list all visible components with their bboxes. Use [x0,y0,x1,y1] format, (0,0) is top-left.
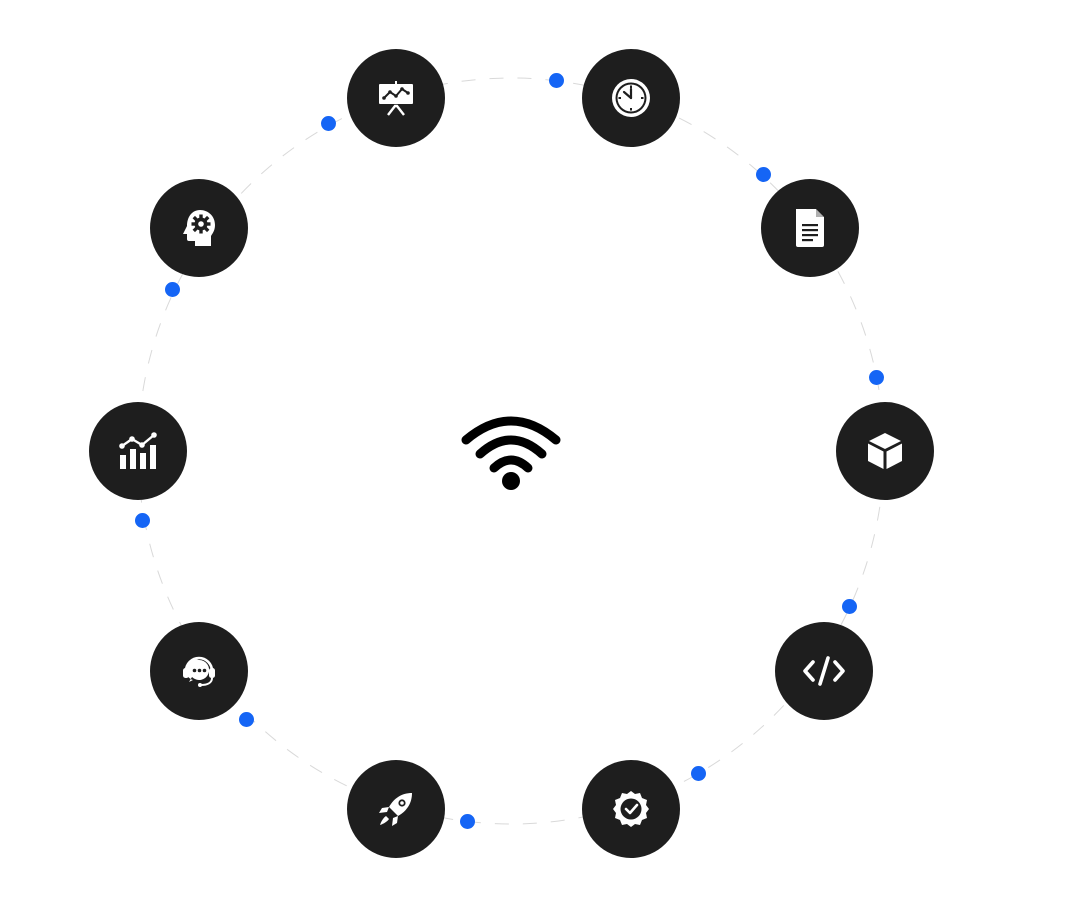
cube-icon [868,433,902,469]
connector-dot [869,370,884,385]
support-headset-icon [183,656,215,687]
connector-dot [460,814,475,829]
connector-dot [135,513,150,528]
code-icon [803,656,845,686]
connector-dot [842,599,857,614]
presentation-chart-icon [379,81,413,116]
connector-dot [756,167,771,182]
node-presentation[interactable] [347,49,445,147]
connector-dot [321,116,336,131]
bar-chart-icon [119,432,157,469]
connector-dot [691,766,706,781]
wifi-icon [461,416,561,490]
node-clock[interactable] [582,49,680,147]
node-analytics[interactable] [89,402,187,500]
connector-dot [549,73,564,88]
clock-icon [612,79,650,117]
node-box[interactable] [836,402,934,500]
node-badge[interactable] [582,760,680,858]
head-gear-icon [183,210,215,246]
rocket-icon [379,793,412,826]
connector-dot [239,712,254,727]
node-rocket[interactable] [347,760,445,858]
document-icon [796,209,824,247]
node-support[interactable] [150,622,248,720]
connector-dot [165,282,180,297]
node-code[interactable] [775,622,873,720]
node-document[interactable] [761,179,859,277]
verified-badge-icon [613,791,649,827]
node-mind[interactable] [150,179,248,277]
